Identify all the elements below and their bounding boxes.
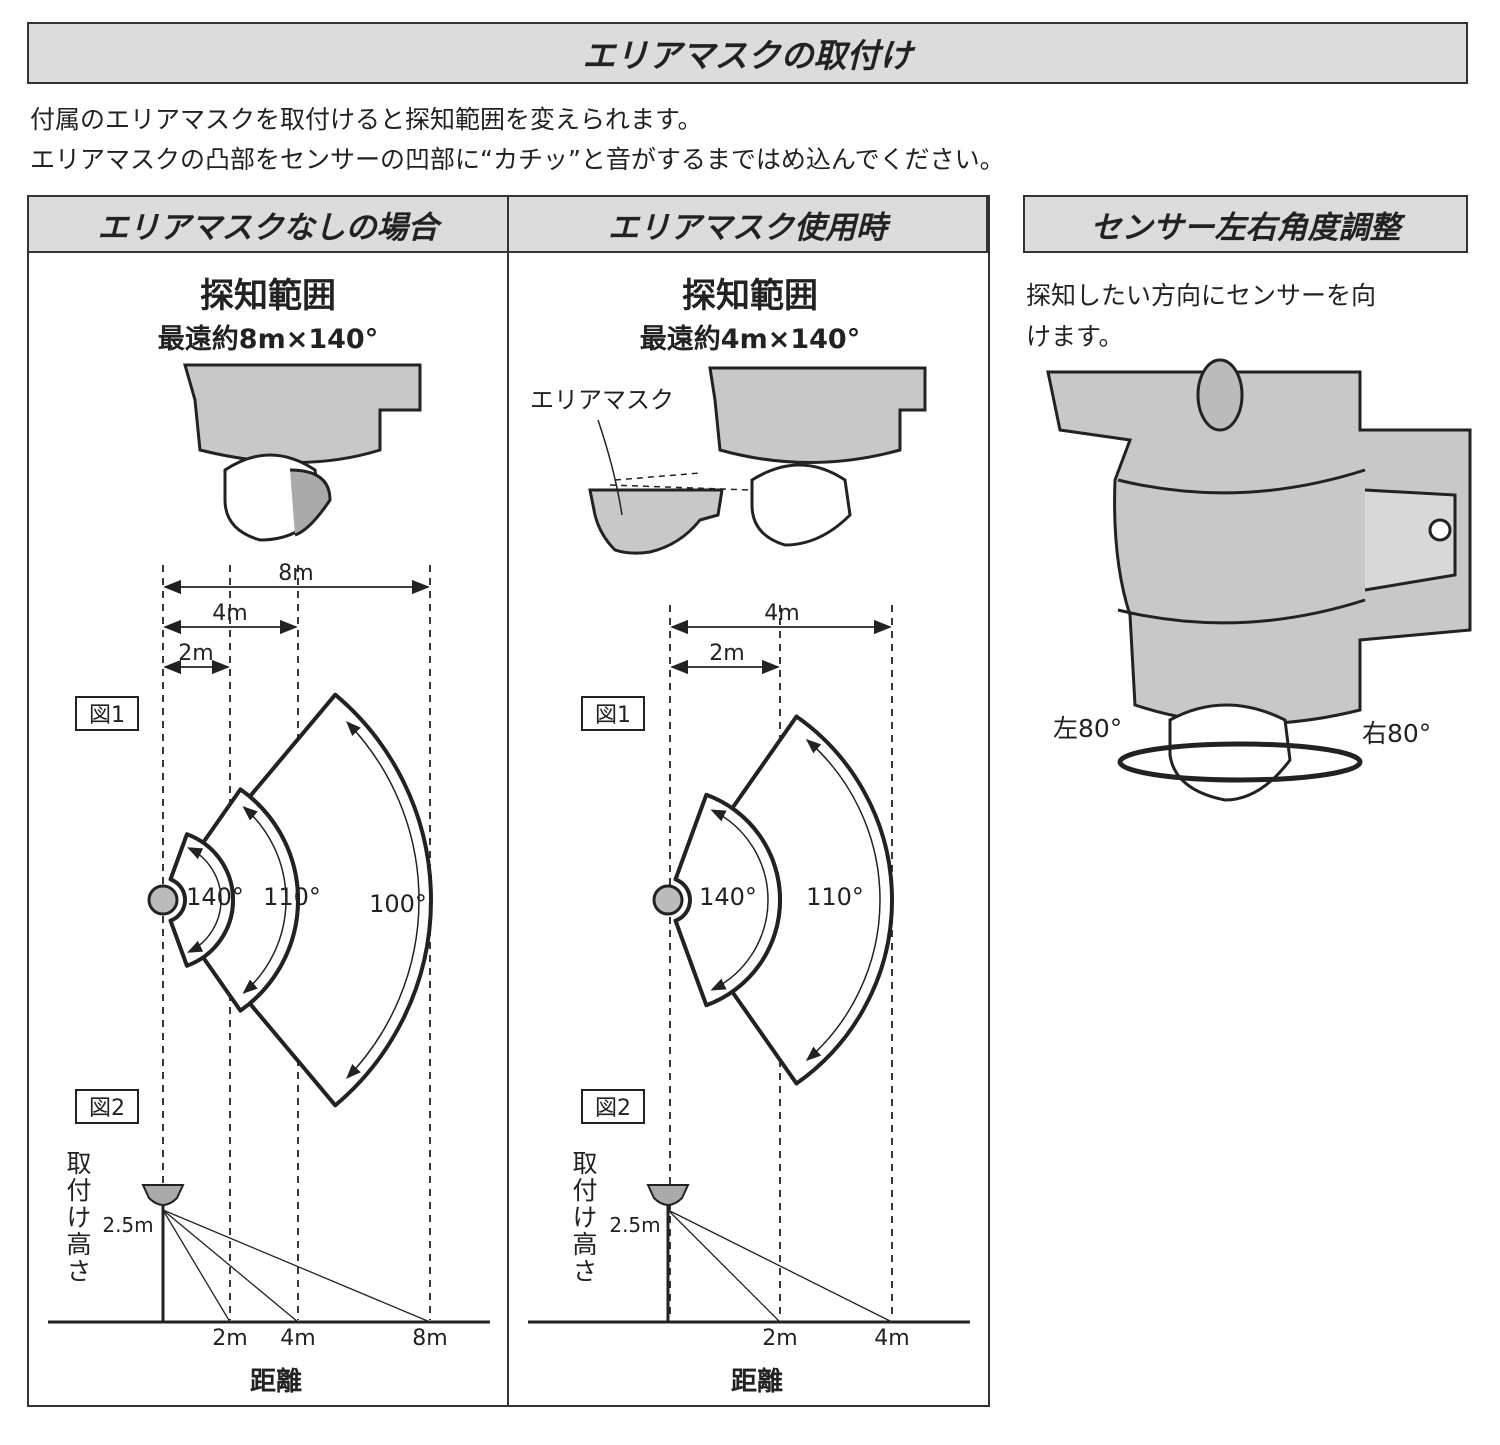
ground-2m-left: 2m [212, 1326, 247, 1351]
angle-140-mid: 140° [699, 883, 757, 911]
ground-2m-mid: 2m [762, 1326, 797, 1351]
middle-range-value: 最遠約4m×140° [639, 324, 861, 355]
dim-4m-mid: 4m [764, 601, 799, 626]
angle-arrow [710, 809, 769, 991]
intro-line-2: エリアマスクの凸部をセンサーの凹部に“カチッ”と音がするまではめ込んでください。 [30, 145, 1005, 174]
intro-line-1: 付属のエリアマスクを取付けると探知範囲を変えられます。 [30, 105, 703, 134]
distance-label-left: 距離 [250, 1366, 302, 1397]
left-range-value: 最遠約8m×140° [157, 324, 379, 355]
angle-arrow [805, 739, 881, 1061]
sensor-illustration-left [183, 363, 422, 542]
sensor-illustration-middle [588, 366, 927, 555]
rotate-arrow-icon [1117, 741, 1363, 783]
angle-arrow [242, 806, 287, 994]
angle-arrow [346, 721, 420, 1079]
header-no-mask: エリアマスクなしの場合 [27, 195, 509, 253]
beam-line [667, 1209, 781, 1323]
sensor-side-icon [646, 1184, 690, 1206]
dim-2m-mid: 2m [709, 641, 744, 666]
right-text-2: けます。 [1026, 322, 1124, 351]
beam-line [162, 1209, 431, 1323]
angle-110-mid: 110° [806, 883, 864, 911]
fig1-label-mid: 図1 [595, 703, 631, 728]
column-divider [507, 253, 509, 1405]
sensor-position-icon [652, 884, 684, 916]
left-range-title: 探知範囲 [200, 276, 336, 316]
dim-4m: 4m [212, 601, 247, 626]
distance-label-mid: 距離 [731, 1366, 783, 1397]
area-mask-label: エリアマスク [530, 386, 674, 414]
height-label-left: 取付け高さ [63, 1150, 92, 1285]
header-with-mask: エリアマスク使用時 [507, 195, 988, 253]
ground-4m-left: 4m [280, 1326, 315, 1351]
area-mask-illustration [588, 488, 724, 555]
fig2-label-mid: 図2 [595, 1096, 631, 1121]
fig1-label-left: 図1 [89, 703, 125, 728]
sensor-side-icon [141, 1184, 185, 1206]
beam-line [667, 1209, 893, 1323]
right-80-label: 右80° [1362, 719, 1431, 748]
angle-100-left: 100° [369, 890, 427, 918]
dim-2m: 2m [178, 641, 213, 666]
height-value-mid: 2.5m [609, 1213, 660, 1237]
left-80-label: 左80° [1053, 714, 1122, 743]
page-title: エリアマスクの取付け [27, 22, 1468, 84]
angle-110-left: 110° [263, 883, 321, 911]
angle-140-left: 140° [186, 883, 244, 911]
middle-range-title: 探知範囲 [682, 276, 818, 316]
beam-line [162, 1209, 231, 1323]
ground-4m-mid: 4m [874, 1326, 909, 1351]
right-text-1: 探知したい方向にセンサーを向 [1026, 281, 1377, 310]
ground-8m-left: 8m [412, 1326, 447, 1351]
dim-8m: 8m [278, 561, 313, 586]
sensor-position-icon [147, 884, 179, 916]
beam-line [162, 1209, 299, 1323]
sensor-illustration-right [1046, 358, 1472, 802]
fig2-label-left: 図2 [89, 1096, 125, 1121]
header-angle-adjust: センサー左右角度調整 [1023, 195, 1468, 253]
height-value-left: 2.5m [102, 1213, 153, 1237]
height-label-mid: 取付け高さ [569, 1150, 598, 1285]
angle-arrow [187, 847, 222, 953]
